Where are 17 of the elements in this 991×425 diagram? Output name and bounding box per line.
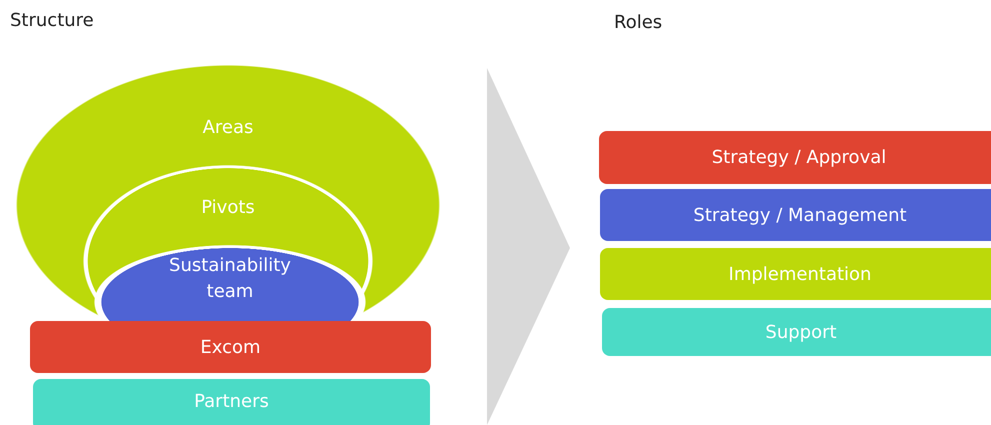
bar [600, 189, 991, 241]
bar [33, 379, 430, 425]
bar [600, 248, 991, 300]
section-heading: Structure [10, 10, 94, 31]
bar [30, 321, 431, 373]
bar [602, 308, 991, 356]
bar [599, 131, 991, 184]
section-heading: Roles [614, 12, 662, 33]
node-text: Support [765, 322, 837, 342]
node-text: Excom [200, 336, 261, 358]
node-text: Areas [202, 116, 254, 140]
node-text: Strategy / Management [693, 204, 907, 226]
node-text: Pivots [200, 196, 256, 220]
node-text: Strategy / Approval [712, 147, 886, 168]
node-text: Partners [194, 391, 269, 412]
node-text: Sustainability team [168, 254, 292, 304]
node-text: Implementation [728, 264, 872, 284]
